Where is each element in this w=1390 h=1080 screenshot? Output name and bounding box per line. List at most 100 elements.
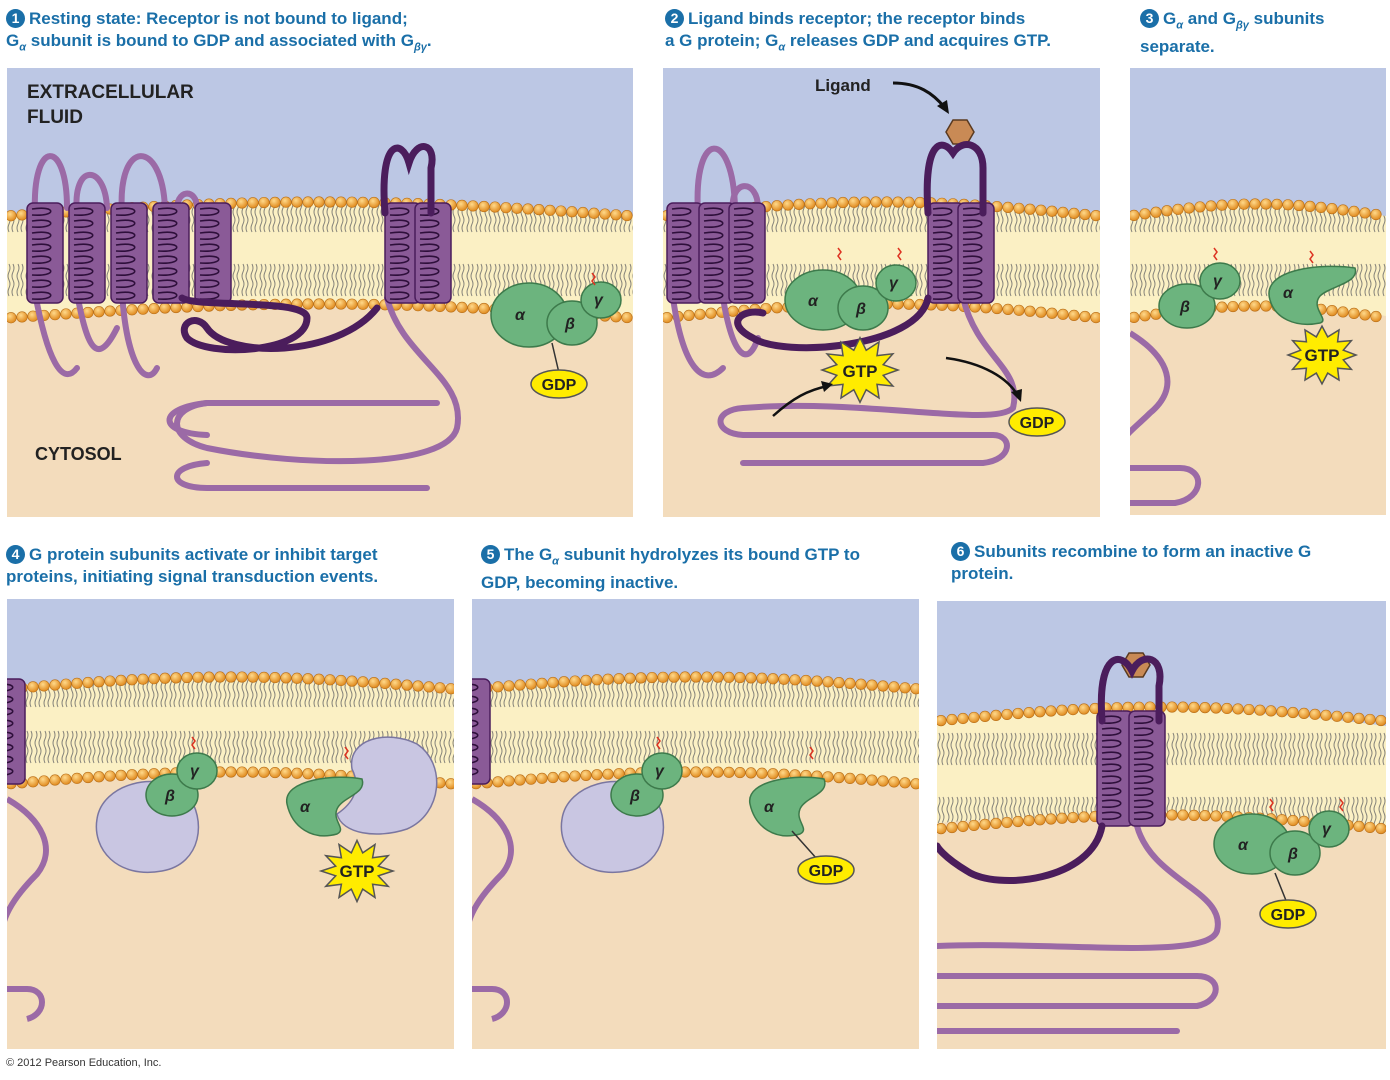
step5-line2: GDP, becoming inactive. — [481, 573, 679, 593]
step2-line2-b: releases GDP and acquires GTP. — [785, 31, 1052, 50]
svg-text:γ: γ — [190, 763, 200, 780]
receptor-dark — [178, 143, 436, 354]
panel-gtp-hydrolysis: β γ α GDP — [472, 599, 919, 1049]
step5-line1-b: subunit hydrolyzes its bound GTP to — [559, 545, 860, 564]
cytosol-label: CYTOSOL — [35, 444, 122, 464]
step5-sub-alpha: α — [552, 555, 559, 568]
step6-number: 6 — [951, 542, 970, 561]
panel-resting-state: EXTRACELLULAR FLUID CYTOSOL α — [7, 68, 633, 517]
step2-number: 2 — [665, 9, 684, 28]
panel-activate-targets: β γ α GTP — [7, 599, 454, 1049]
beta-gamma-dimer: β γ — [1158, 247, 1241, 329]
step4-line1: G protein subunits activate or inhibit t… — [29, 545, 378, 564]
gtp-burst — [819, 336, 901, 404]
gtp-in-arrow — [772, 384, 829, 417]
step1-sub-betagamma: βγ — [413, 41, 427, 54]
svg-text:α: α — [1283, 285, 1294, 302]
step6-line2: protein. — [951, 564, 1014, 583]
membrane-heads-top — [472, 671, 919, 695]
svg-text:γ: γ — [1213, 273, 1223, 290]
svg-text:β: β — [564, 316, 575, 333]
panel-recombine: α β γ GDP — [937, 601, 1386, 1049]
svg-text:α: α — [1238, 837, 1249, 854]
step3-sub-betagamma: βγ — [1235, 19, 1249, 32]
svg-text:γ: γ — [655, 763, 665, 780]
svg-text:γ: γ — [594, 292, 604, 309]
svg-text:β: β — [629, 788, 640, 805]
panel-ligand-binding: Ligand α β γ GTP — [663, 68, 1100, 517]
receptor-helix-edge — [7, 678, 26, 785]
step4-number: 4 — [6, 545, 25, 564]
g-protein-inactive: α β γ — [1213, 798, 1350, 904]
step5-number: 5 — [481, 545, 500, 564]
ligand-label: Ligand — [815, 76, 871, 95]
fluid-label: FLUID — [27, 107, 83, 128]
svg-text:β: β — [164, 788, 175, 805]
gdp-badge: GDP — [530, 369, 588, 399]
svg-text:GTP: GTP — [1305, 346, 1340, 365]
target-protein-2 — [336, 736, 438, 835]
receptor-helices — [26, 202, 452, 304]
alpha-subunit-inactive: α — [749, 746, 826, 860]
svg-text:β: β — [855, 301, 866, 318]
svg-text:α: α — [515, 307, 526, 324]
svg-text:γ: γ — [889, 275, 899, 292]
step1-line2-c: . — [426, 31, 432, 50]
svg-text:GDP: GDP — [542, 377, 577, 394]
svg-text:α: α — [300, 799, 311, 816]
receptor-helix-edge — [472, 678, 491, 785]
membrane-heads-top — [937, 701, 1386, 727]
gtp-burst — [318, 838, 396, 904]
extracellular-label: EXTRACELLULAR — [27, 82, 194, 103]
panel-subunits-separate: β γ α GTP — [1130, 68, 1386, 515]
svg-text:β: β — [1287, 846, 1298, 863]
svg-text:GDP: GDP — [809, 863, 844, 880]
receptor-helices — [666, 202, 995, 304]
step1-line2-b: subunit is bound to GDP and associated w… — [26, 31, 414, 50]
step1-lead: Resting state: — [29, 9, 142, 28]
svg-text:α: α — [808, 293, 819, 310]
step3-sub-alpha: α — [1176, 19, 1184, 32]
svg-text:γ: γ — [1322, 821, 1332, 838]
svg-text:β: β — [1179, 299, 1190, 316]
step3-number: 3 — [1140, 9, 1159, 28]
svg-text:GTP: GTP — [340, 862, 375, 881]
gdp-out-arrow — [945, 356, 1020, 397]
beta-subunit — [546, 300, 598, 346]
gamma-subunit — [580, 281, 622, 319]
ligand-molecule — [945, 119, 975, 145]
extracellular-region — [7, 68, 633, 218]
step3-line2: separate. — [1140, 37, 1215, 57]
step5-line1-a: The G — [504, 545, 553, 564]
step2-line2-a: a G protein; G — [665, 31, 779, 50]
step3-line1-a: G — [1163, 9, 1177, 28]
membrane-heads-top — [1130, 198, 1382, 222]
step2-line1: Ligand binds receptor; the receptor bind… — [688, 9, 1026, 28]
receptor-helices — [1096, 710, 1166, 827]
svg-text:GDP: GDP — [1271, 907, 1306, 924]
receptor-light — [31, 153, 462, 491]
g-protein-inactive: α β γ — [490, 272, 622, 374]
g-protein-bound: α β γ — [784, 247, 917, 331]
step3-line1-b: and G — [1183, 9, 1236, 28]
step3-line1-c: subunits — [1248, 9, 1325, 28]
step2-sub-alpha: α — [778, 41, 786, 54]
alpha-subunit-active: α — [1268, 250, 1357, 325]
copyright-text: © 2012 Pearson Education, Inc. — [6, 1057, 162, 1069]
svg-text:GDP: GDP — [1020, 415, 1055, 432]
step1-line1: Receptor is not bound to ligand; — [141, 9, 408, 28]
svg-text:α: α — [764, 799, 775, 816]
step1-line2-a: G — [6, 31, 20, 50]
svg-text:GTP: GTP — [843, 362, 878, 381]
step1-sub-alpha: α — [19, 41, 27, 54]
gtp-burst — [1285, 324, 1359, 386]
step6-line1: Subunits recombine to form an inactive G — [974, 542, 1312, 561]
step4-line2: proteins, initiating signal transduction… — [6, 567, 379, 586]
step1-number: 1 — [6, 9, 25, 28]
